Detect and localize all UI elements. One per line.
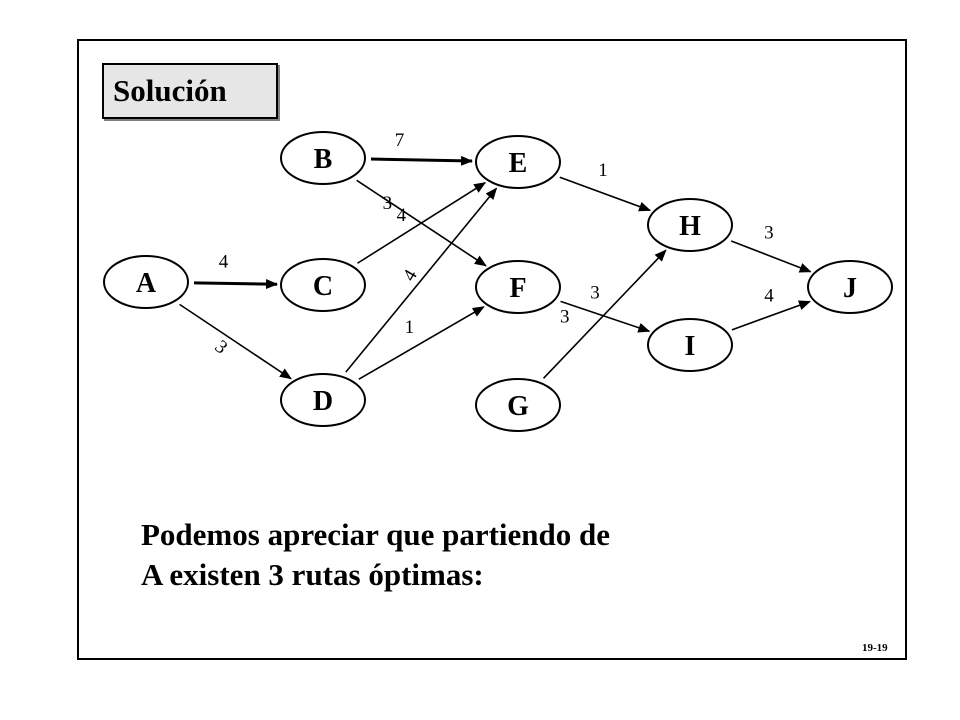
edge-weight-H-J: 3 — [764, 222, 774, 243]
node-ellipse-H — [647, 198, 733, 252]
edge-D-F — [358, 306, 485, 380]
edge-B-E — [370, 155, 474, 166]
node-C: C — [280, 258, 366, 312]
edge-C-E — [357, 182, 487, 264]
slide-number: 19-19 — [862, 642, 888, 654]
edge-weight-D-E: 4 — [399, 266, 422, 285]
edge-D-E — [345, 187, 498, 373]
node-ellipse-I — [647, 318, 733, 372]
node-label-J: J — [843, 273, 857, 304]
node-F: F — [475, 260, 561, 314]
edge-weight-G-H: 3 — [560, 306, 570, 327]
node-label-E: E — [509, 148, 528, 179]
node-label-C: C — [313, 271, 333, 302]
edge-A-C — [193, 279, 279, 290]
title-box: Solución — [102, 63, 278, 119]
conclusion-line-2: A existen 3 rutas óptimas: — [141, 557, 484, 592]
edge-H-J — [730, 240, 812, 273]
node-label-I: I — [685, 331, 696, 362]
nodes-layer: A B C D E F G H I J — [103, 131, 893, 432]
edge-G-H — [542, 249, 667, 379]
node-ellipse-F — [475, 260, 561, 314]
node-label-A: A — [136, 268, 157, 299]
edge-weight-C-E: 3 — [383, 193, 393, 214]
edge-weight-I-J: 4 — [764, 286, 774, 307]
edge-weight-B-E: 7 — [395, 130, 405, 151]
node-A: A — [103, 255, 189, 309]
node-ellipse-J — [807, 260, 893, 314]
node-ellipse-G — [475, 378, 561, 432]
edge-weight-D-F: 1 — [405, 317, 415, 338]
edge-weight-A-C: 4 — [219, 252, 229, 273]
node-G: G — [475, 378, 561, 432]
node-label-H: H — [679, 211, 701, 242]
node-label-D: D — [313, 386, 333, 417]
edge-F-I — [560, 300, 651, 333]
edge-weight-F-I: 3 — [590, 282, 600, 303]
node-label-B: B — [314, 144, 333, 175]
edge-A-D — [179, 303, 292, 380]
title-text: Solución — [113, 73, 227, 108]
node-H: H — [647, 198, 733, 252]
node-label-F: F — [509, 273, 526, 304]
node-B: B — [280, 131, 366, 185]
edge-I-J — [731, 300, 811, 331]
node-label-G: G — [507, 391, 529, 422]
conclusion-text: Podemos apreciar que partiendo de A exis… — [141, 515, 841, 595]
node-ellipse-A — [103, 255, 189, 309]
node-ellipse-E — [475, 135, 561, 189]
node-ellipse-D — [280, 373, 366, 427]
conclusion-line-1: Podemos apreciar que partiendo de — [141, 517, 611, 552]
edge-weight-A-D: 3 — [210, 336, 231, 358]
node-ellipse-B — [280, 131, 366, 185]
edge-E-H — [559, 176, 652, 212]
edge-weight-E-H: 1 — [598, 160, 608, 181]
node-D: D — [280, 373, 366, 427]
node-I: I — [647, 318, 733, 372]
node-E: E — [475, 135, 561, 189]
edge-weight-B-F: 4 — [397, 205, 407, 226]
node-J: J — [807, 260, 893, 314]
node-ellipse-C — [280, 258, 366, 312]
